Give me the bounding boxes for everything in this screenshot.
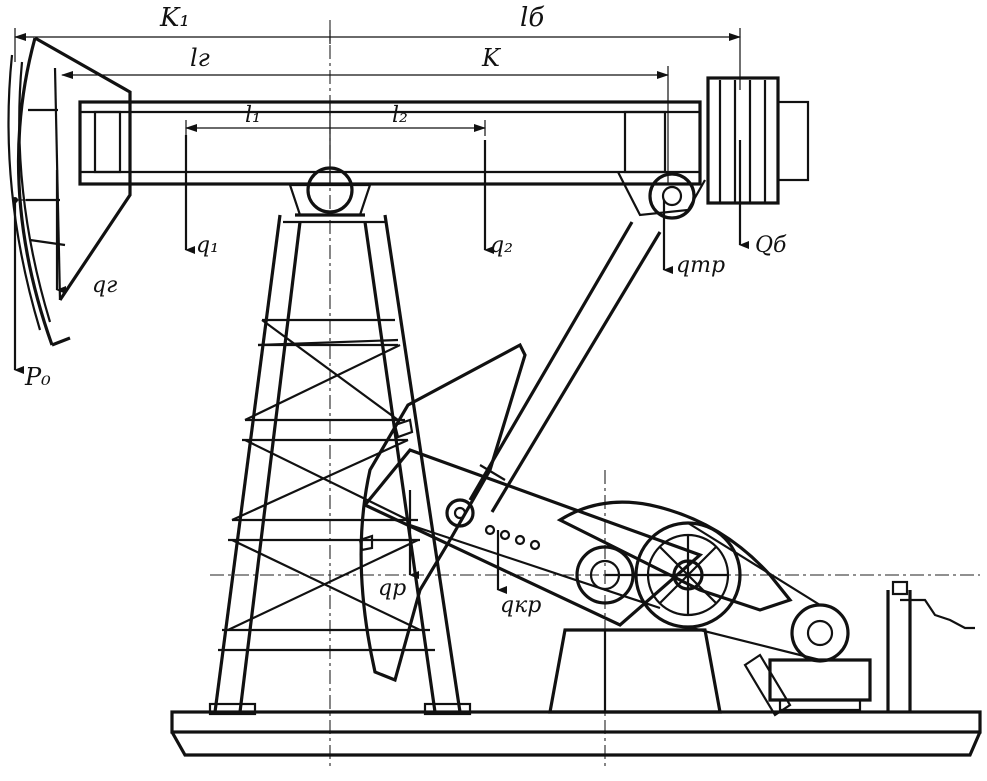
brake-lever [886, 580, 975, 712]
horse-head [7, 36, 132, 347]
label-l1: l₁ [245, 103, 261, 128]
belt-drive [687, 522, 872, 717]
label-qr: qр [378, 576, 406, 601]
dimension-lines [14, 28, 741, 185]
pitman-arm [445, 171, 706, 528]
beam-counterweight [706, 76, 810, 205]
walking-beam [78, 100, 702, 186]
label-qg: qг [92, 273, 117, 298]
label-lg: lг [190, 44, 210, 72]
base-frame [170, 702, 982, 757]
labels: K₁ lб lг K l₁ l₂ q₁ q₂ Qб qтр qг P₀ qр q… [24, 3, 787, 618]
label-qtr: qтр [676, 253, 725, 278]
samson-post [213, 214, 462, 713]
label-q1: q₁ [196, 233, 219, 258]
center-lines [210, 20, 980, 770]
label-p0: P₀ [24, 363, 51, 391]
crank-counterweight [358, 342, 527, 683]
label-l2: l₂ [392, 103, 408, 128]
crank-arm [362, 448, 704, 627]
label-k: K [481, 44, 502, 72]
label-lb: lб [520, 3, 544, 33]
gearbox-pedestal [548, 628, 722, 714]
label-k1: K₁ [159, 3, 190, 33]
label-qkr: qкр [500, 593, 541, 618]
saddle-bearing [288, 166, 372, 217]
load-arrows [13, 135, 749, 594]
label-q2: q₂ [490, 233, 513, 258]
label-qb: Qб [755, 233, 787, 258]
